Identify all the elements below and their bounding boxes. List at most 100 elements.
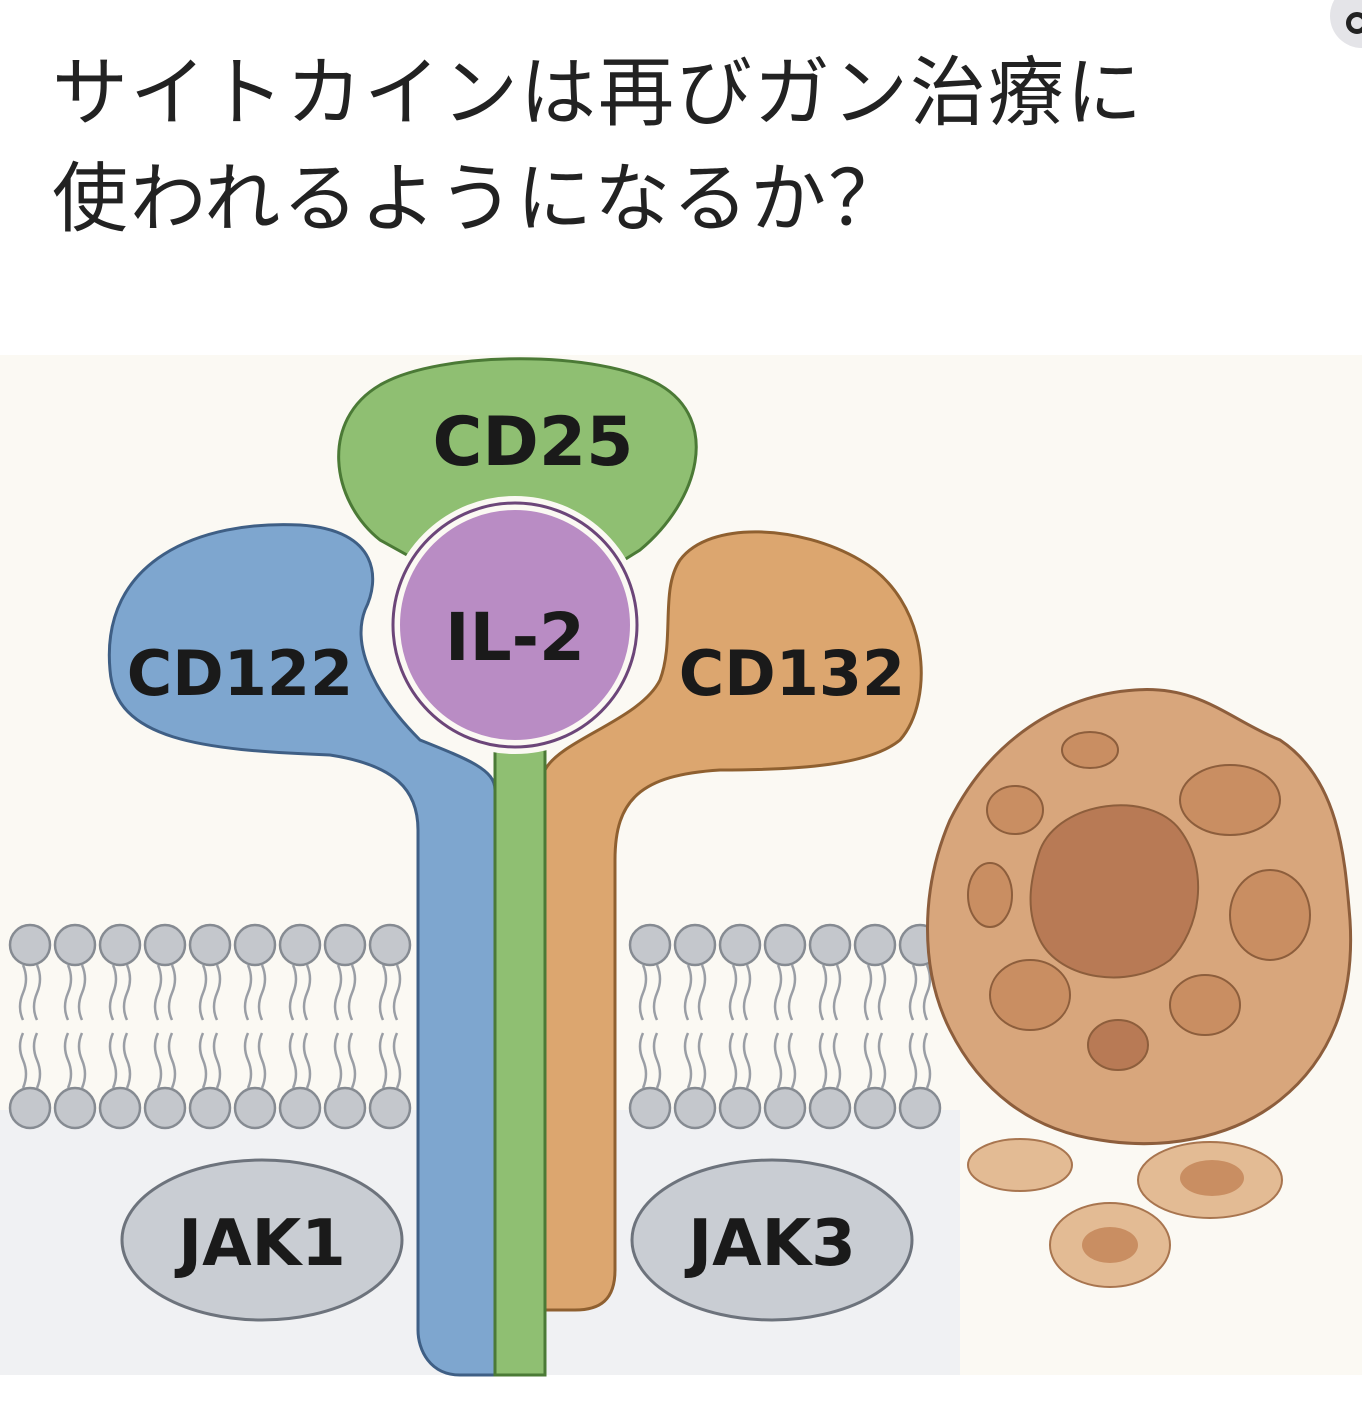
lipid-head (233, 923, 277, 967)
lipid-head (673, 1086, 717, 1130)
lipid-tail (697, 1032, 707, 1089)
lipid-tail (728, 1032, 738, 1089)
lipid-tail (18, 1032, 28, 1089)
lipid-tail (347, 964, 357, 1021)
lipid-head (853, 923, 897, 967)
lipid-tail (302, 964, 312, 1021)
lipid-tail (832, 964, 842, 1021)
lipid-tail (787, 1032, 797, 1089)
lipid-head (233, 1086, 277, 1130)
lipid-tail (773, 964, 783, 1021)
lipid-tail (922, 1032, 932, 1089)
lipid-tail (288, 964, 298, 1021)
cd122-receptor (107, 523, 497, 1377)
lipid-tail (728, 964, 738, 1021)
cell-membrane (8, 923, 942, 1130)
lipid-tail (77, 1032, 87, 1089)
lipid-tail (153, 1032, 163, 1089)
lipid-tail (652, 1032, 662, 1089)
jak3-label: JAK3 (684, 1207, 855, 1281)
jak1-label: JAK1 (174, 1207, 345, 1281)
lipid-tail (773, 1032, 783, 1089)
lipid-head (763, 923, 807, 967)
lipid-tail (198, 1032, 208, 1089)
lipid-tail (652, 964, 662, 1021)
lipid-tail (818, 964, 828, 1021)
tumor-cell (926, 688, 1353, 1146)
lipid-tail (638, 1032, 648, 1089)
lipid-tail (257, 964, 267, 1021)
lipid-head (368, 1086, 412, 1130)
cd122-label: CD122 (127, 637, 353, 710)
lipid-head (628, 1086, 672, 1130)
lipid-tail (32, 964, 42, 1021)
cd132-receptor (543, 530, 923, 1312)
lipid-tail (243, 964, 253, 1021)
lipid-tail (877, 964, 887, 1021)
jak1-kinase (120, 1158, 404, 1322)
lipid-head (323, 1086, 367, 1130)
lipid-head (278, 1086, 322, 1130)
lipid-head (718, 923, 762, 967)
lipid-head (98, 923, 142, 967)
lipid-tail (697, 964, 707, 1021)
lipid-tail (392, 964, 402, 1021)
lipid-tail (153, 964, 163, 1021)
lipid-head (278, 923, 322, 967)
page-title: サイトカインは再びガン治療に使われるようになるか？ (52, 40, 1144, 252)
lipid-tail (122, 964, 132, 1021)
lipid-tail (167, 1032, 177, 1089)
cd132-label: CD132 (679, 637, 905, 710)
lipid-tail (908, 1032, 918, 1089)
lipid-tail (742, 1032, 752, 1089)
lipid-head (8, 923, 52, 967)
lipid-head (188, 923, 232, 967)
lipid-head (53, 923, 97, 967)
lipid-head (143, 923, 187, 967)
jak3-kinase (630, 1158, 914, 1322)
lipid-tail (392, 1032, 402, 1089)
lipid-head (368, 923, 412, 967)
lipid-tail (683, 964, 693, 1021)
lipid-tail (288, 1032, 298, 1089)
lipid-tail (257, 1032, 267, 1089)
lipid-tail (77, 964, 87, 1021)
lipid-head (188, 1086, 232, 1130)
lipid-head (98, 1086, 142, 1130)
lipid-tail (333, 964, 343, 1021)
lipid-tail (638, 964, 648, 1021)
lipid-tail (333, 1032, 343, 1089)
lipid-head (53, 1086, 97, 1130)
lipid-head (808, 923, 852, 967)
lipid-tail (922, 964, 932, 1021)
lipid-tail (63, 1032, 73, 1089)
lipid-tail (302, 1032, 312, 1089)
lipid-head (8, 1086, 52, 1130)
lipid-tail (818, 1032, 828, 1089)
lipid-tail (832, 1032, 842, 1089)
lipid-head (673, 923, 717, 967)
zoom-in-icon (1346, 12, 1362, 34)
cd25-label: CD25 (433, 403, 634, 482)
lipid-tail (198, 964, 208, 1021)
lipid-tail (347, 1032, 357, 1089)
lipid-tail (167, 964, 177, 1021)
lipid-head (143, 1086, 187, 1130)
il2-label: IL-2 (445, 599, 585, 676)
lipid-tail (108, 964, 118, 1021)
title-line-1: サイトカインは再びガン治療に (52, 48, 1144, 137)
lipid-tail (32, 1032, 42, 1089)
lipid-tail (212, 1032, 222, 1089)
lipid-tail (863, 964, 873, 1021)
lipid-head (898, 1086, 942, 1130)
lipid-tail (742, 964, 752, 1021)
lipid-head (718, 1086, 762, 1130)
lipid-tail (63, 964, 73, 1021)
lipid-tail (212, 964, 222, 1021)
lipid-tail (908, 964, 918, 1021)
lipid-head (323, 923, 367, 967)
lipid-tail (787, 964, 797, 1021)
tumor-fragments (967, 1138, 1283, 1288)
lipid-tail (122, 1032, 132, 1089)
